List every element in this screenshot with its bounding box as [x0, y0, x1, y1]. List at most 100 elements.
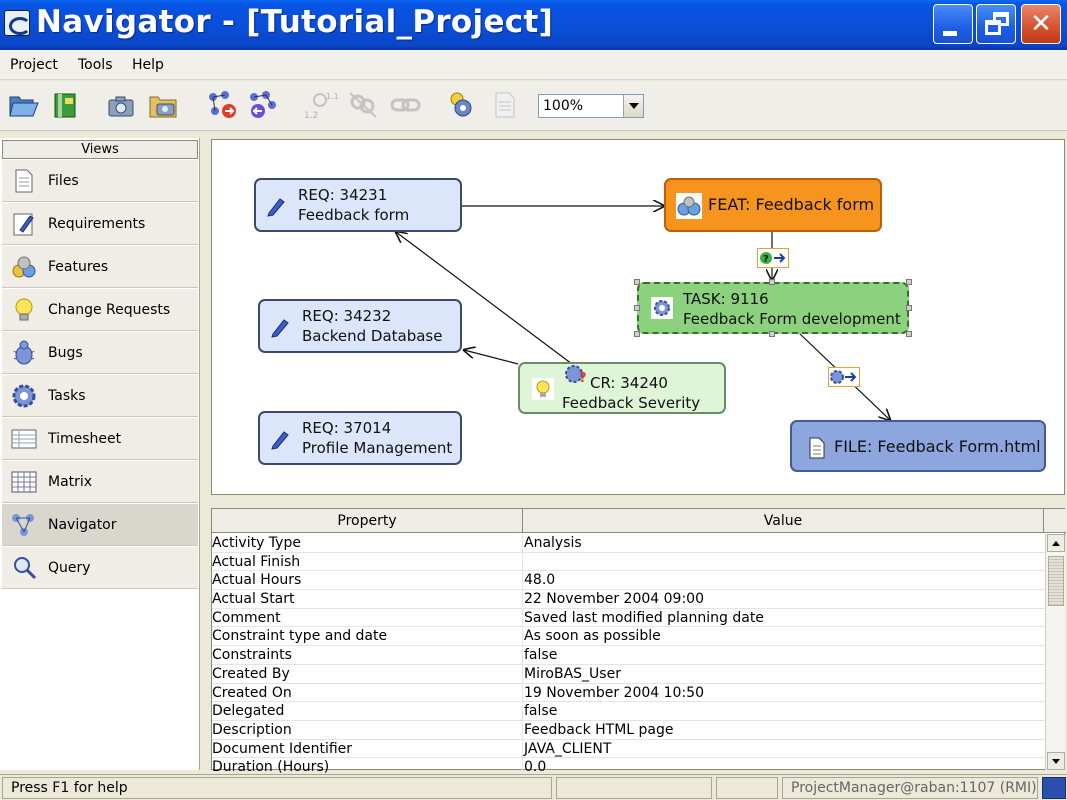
menu-bar: Project Tools Help: [0, 50, 1067, 80]
column-header-value[interactable]: Value: [523, 509, 1044, 533]
network-icon: [12, 514, 34, 536]
resize-handle[interactable]: [769, 279, 775, 285]
view-item-label: Requirements: [48, 216, 146, 232]
svg-text:1.2: 1.2: [304, 111, 318, 121]
node-req-34231[interactable]: REQ: 34231 Feedback form: [254, 178, 462, 232]
pencil-icon: [267, 198, 285, 217]
unlink-button[interactable]: [346, 89, 380, 121]
node-req-34232[interactable]: REQ: 34232 Backend Database: [258, 299, 462, 353]
resize-handle[interactable]: [634, 305, 640, 311]
view-item-files[interactable]: Files: [2, 160, 198, 202]
navigator-canvas[interactable]: REQ: 34231 Feedback form REQ: 34232 Back…: [211, 139, 1065, 495]
view-item-query[interactable]: Query: [2, 547, 198, 589]
vertical-scrollbar[interactable]: [1045, 534, 1065, 770]
menu-tools[interactable]: Tools: [78, 57, 113, 73]
snapshot-folder-button[interactable]: [147, 89, 181, 121]
book-icon: [54, 93, 76, 118]
resize-handle[interactable]: [634, 279, 640, 285]
restore-icon: [993, 12, 1009, 26]
zoom-value: 100%: [543, 98, 584, 114]
network-forward-icon: [209, 91, 236, 118]
minimize-button[interactable]: [933, 4, 973, 44]
lightbulb-icon: [532, 378, 554, 400]
column-header-property[interactable]: Property: [212, 509, 523, 533]
close-button[interactable]: ✕: [1021, 4, 1061, 44]
view-item-requirements[interactable]: Requirements: [2, 203, 198, 245]
view-item-change-requests[interactable]: Change Requests: [2, 289, 198, 331]
bug-icon: [13, 340, 35, 365]
view-item-bugs[interactable]: Bugs: [2, 332, 198, 374]
gear-icon: [651, 297, 673, 319]
pencil-document-icon: [13, 213, 34, 236]
magnifier-icon: [14, 557, 37, 580]
settings-button[interactable]: [445, 89, 479, 121]
menu-help[interactable]: Help: [132, 57, 164, 73]
report-button[interactable]: [488, 89, 522, 121]
pencil-icon: [271, 319, 289, 338]
maximize-button[interactable]: [976, 4, 1016, 44]
resize-handle[interactable]: [634, 331, 640, 337]
gear-arrow-icon: [830, 370, 857, 384]
file-icon: [15, 169, 33, 193]
view-item-features[interactable]: Features: [2, 246, 198, 288]
pencil-icon: [271, 431, 289, 450]
resize-handle[interactable]: [769, 331, 775, 337]
link-button[interactable]: [389, 89, 423, 121]
views-header: Views: [2, 140, 198, 159]
node-file-feedback-form[interactable]: FILE: Feedback Form.html: [790, 420, 1046, 472]
view-item-navigator[interactable]: Navigator: [2, 504, 198, 546]
save-project-button[interactable]: [49, 89, 83, 121]
view-item-label: Change Requests: [48, 302, 171, 318]
status-help-text: Press F1 for help: [2, 777, 552, 799]
view-item-label: Timesheet: [48, 431, 122, 447]
connection-icon: [1042, 777, 1066, 799]
expand-backward-button[interactable]: [246, 89, 280, 121]
scroll-thumb[interactable]: [1048, 556, 1064, 606]
lightbulb-icon: [15, 298, 33, 321]
gear-icon: [12, 384, 36, 408]
resize-handle[interactable]: [906, 305, 912, 311]
svg-text:?: ?: [763, 254, 769, 265]
open-folder-button[interactable]: [7, 89, 41, 121]
scroll-down-button[interactable]: [1047, 752, 1065, 770]
node-req-37014[interactable]: REQ: 37014 Profile Management: [258, 411, 462, 465]
view-item-tasks[interactable]: Tasks: [2, 375, 198, 417]
resize-handle[interactable]: [906, 279, 912, 285]
resize-handle[interactable]: [906, 331, 912, 337]
camera-folder-icon: [149, 96, 177, 118]
chevron-down-icon[interactable]: [623, 95, 643, 117]
gear-icon: [450, 92, 472, 117]
node-cr-34240[interactable]: ? CR: 34240 Feedback Severity: [518, 362, 726, 414]
expand-forward-button[interactable]: [205, 89, 239, 121]
scroll-up-button[interactable]: [1047, 534, 1065, 552]
view-item-timesheet[interactable]: Timesheet: [2, 418, 198, 460]
zoom-select[interactable]: 100%: [538, 94, 644, 118]
menu-project[interactable]: Project: [10, 57, 58, 73]
app-icon[interactable]: [4, 10, 31, 36]
node-task-9116[interactable]: TASK: 9116 Feedback Form development: [637, 282, 909, 334]
table-row[interactable]: Actual Finish: [212, 552, 1045, 572]
node-feat-feedback-form[interactable]: FEAT: Feedback form: [664, 178, 882, 232]
snapshot-button[interactable]: [104, 89, 138, 121]
view-item-label: Bugs: [48, 345, 83, 361]
status-cell: [556, 777, 712, 799]
numbering-icon: 1.21.1: [304, 92, 339, 121]
link-badge-question[interactable]: ?: [757, 248, 789, 268]
link-badge-gear[interactable]: [828, 367, 860, 387]
view-item-matrix[interactable]: Matrix: [2, 461, 198, 503]
timesheet-icon: [11, 429, 37, 449]
network-backward-icon: [250, 91, 276, 118]
